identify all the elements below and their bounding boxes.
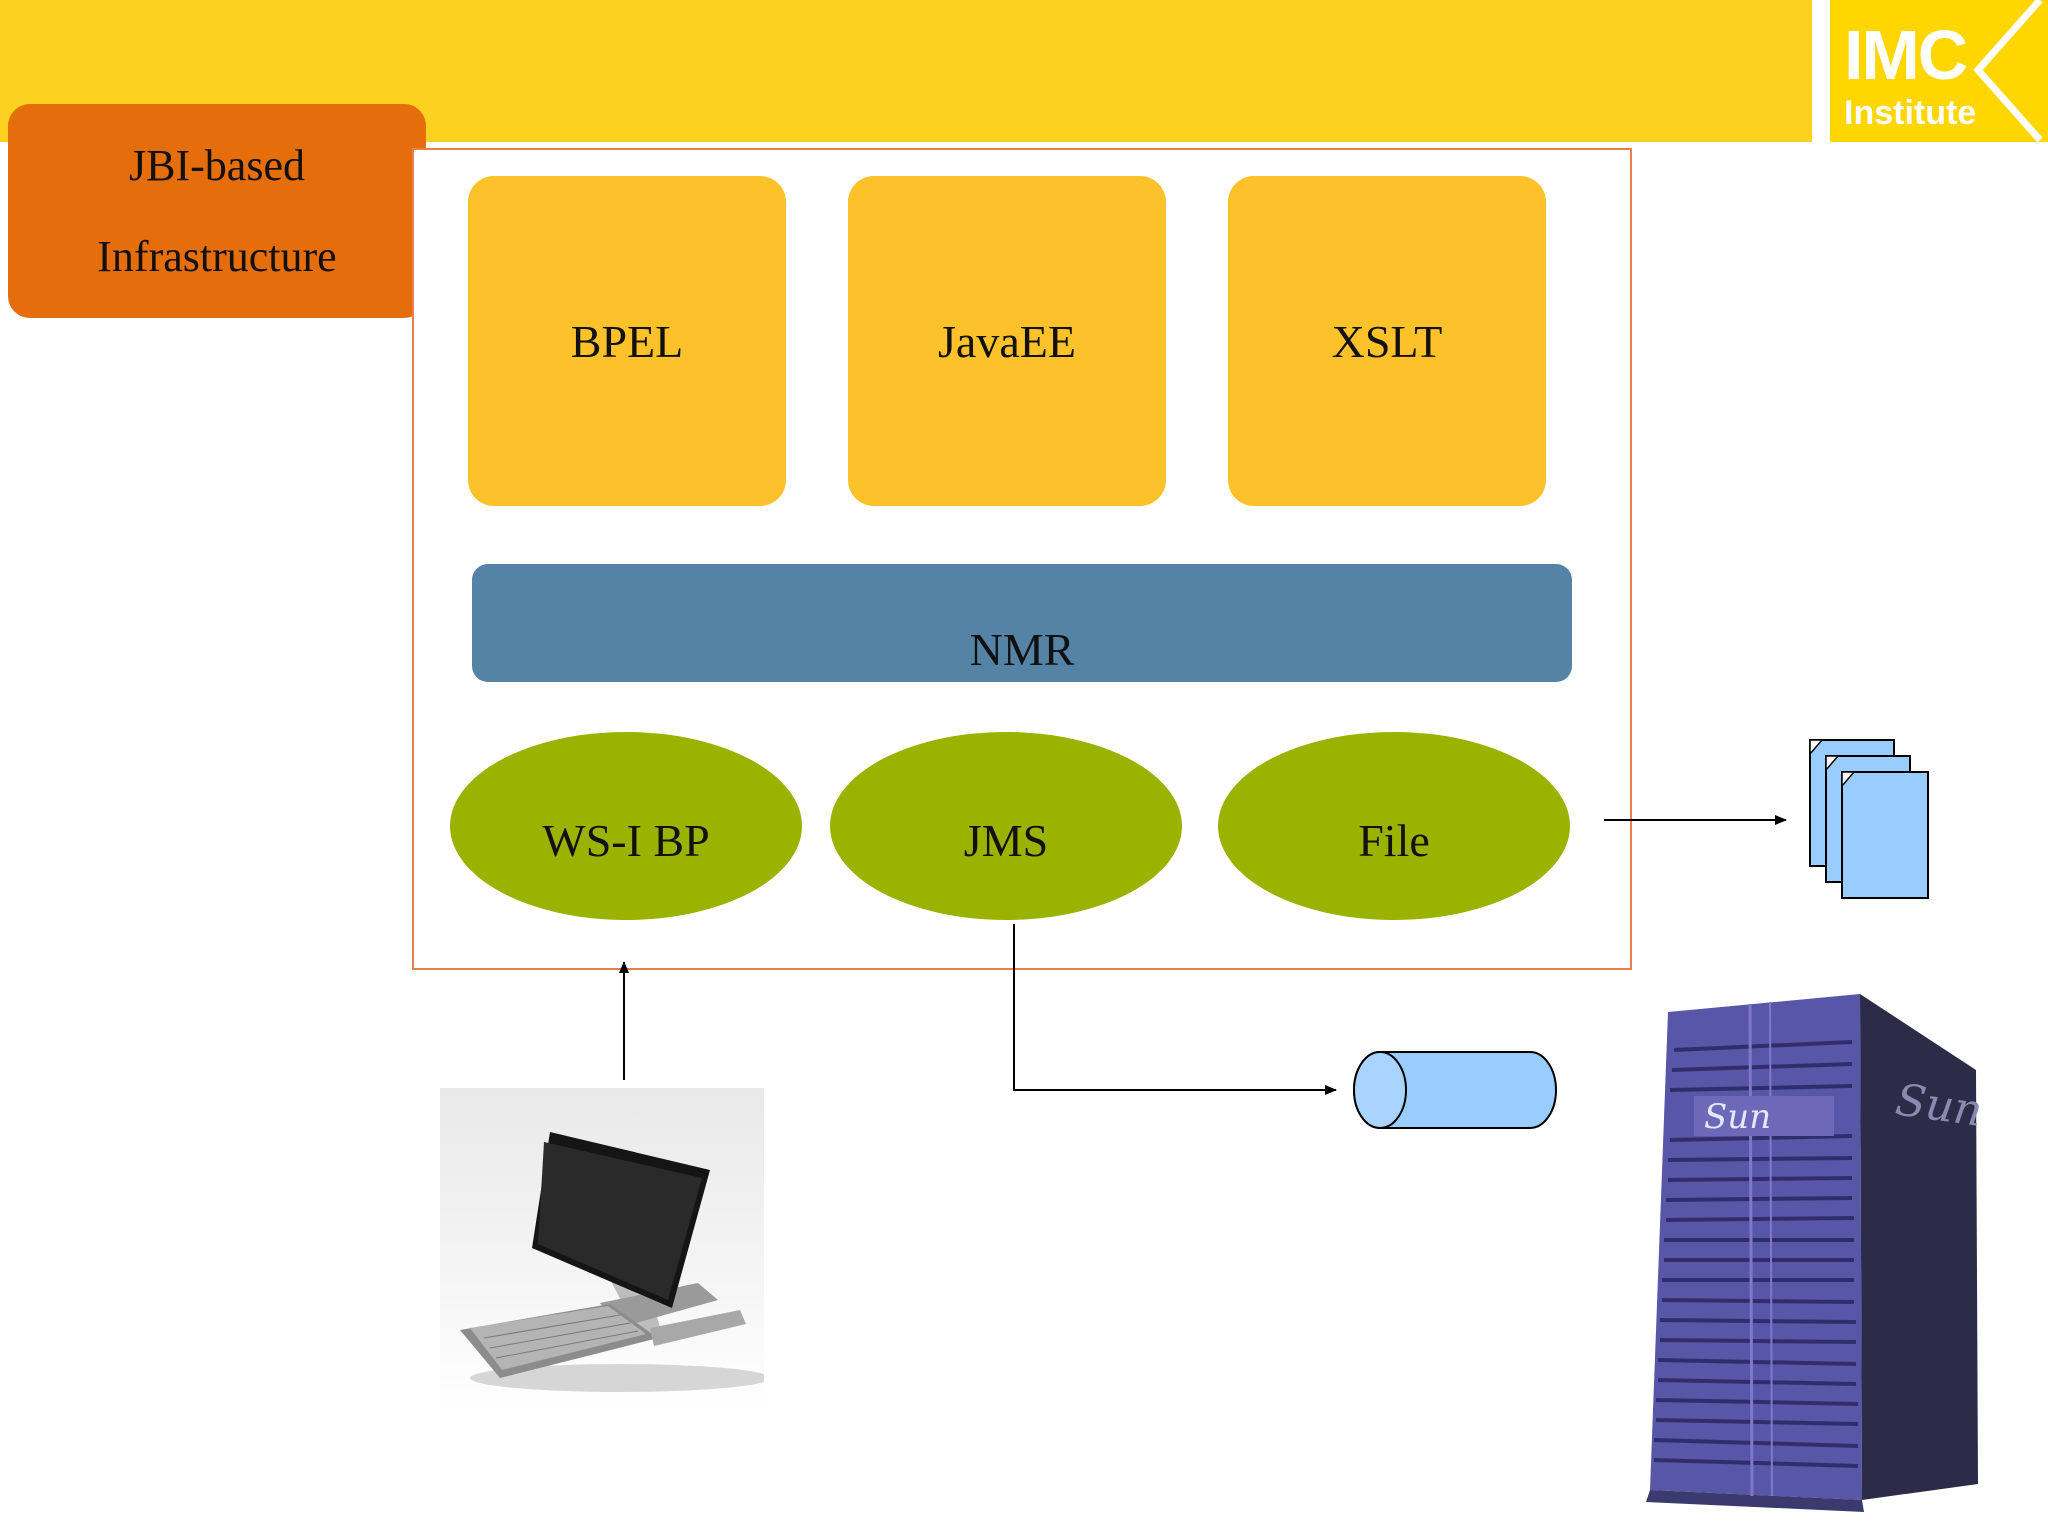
- sun-server-image: Sun Sun: [1646, 994, 1986, 1512]
- server-side-brand-label: Sun: [1892, 1074, 1985, 1137]
- client-pc-image: [440, 1088, 770, 1410]
- nmr-bus: NMR: [472, 564, 1572, 682]
- nmr-label: NMR: [969, 624, 1075, 675]
- slide-title-line1: JBI-based: [129, 141, 305, 190]
- computer-icon: [460, 1132, 770, 1392]
- service-engine-label: BPEL: [570, 315, 684, 367]
- binding-component-label: WS-I BP: [542, 814, 710, 866]
- logo-chevron-icon: [1973, 0, 2043, 142]
- service-engine-label: XSLT: [1331, 315, 1443, 367]
- documents-icon: [1809, 739, 1929, 899]
- binding-component-label: File: [1358, 814, 1430, 866]
- service-engine-javaee: JavaEE: [848, 176, 1166, 506]
- binding-component-file: File: [1218, 732, 1570, 920]
- imc-institute-logo: IMC Institute: [1830, 0, 2048, 142]
- logo-text-imc: IMC: [1844, 16, 1968, 94]
- binding-component-jms: JMS: [830, 732, 1182, 920]
- message-queue-icon: [1353, 1051, 1557, 1129]
- binding-component-ws-i-bp: WS-I BP: [450, 732, 802, 920]
- logo-text-institute: Institute: [1844, 94, 1977, 132]
- arrow-jms-to-queue: [1013, 924, 1337, 1095]
- service-engine-bpel: BPEL: [468, 176, 786, 506]
- slide-title-line2: Infrastructure: [97, 232, 337, 281]
- service-engine-label: JavaEE: [938, 315, 1076, 367]
- slide-title: JBI-based Infrastructure: [8, 104, 426, 318]
- service-engine-xslt: XSLT: [1228, 176, 1546, 506]
- binding-component-label: JMS: [963, 814, 1049, 866]
- server-brand-label: Sun: [1704, 1097, 1771, 1137]
